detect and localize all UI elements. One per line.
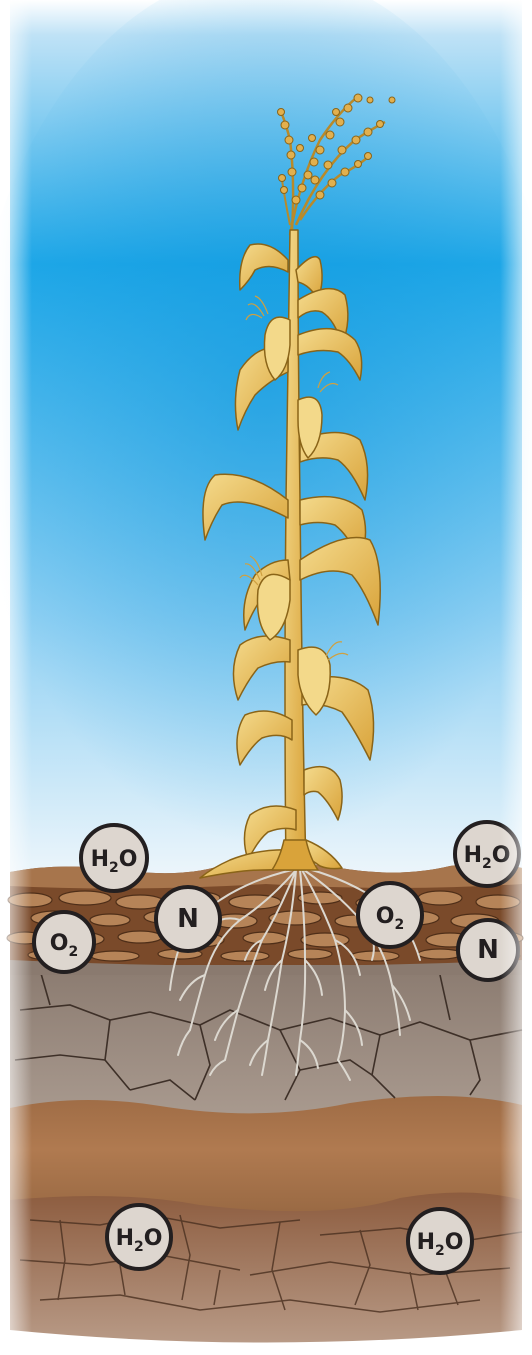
n-topsoil-left-molecule: N <box>156 887 220 951</box>
sky <box>0 0 532 890</box>
h2o-surface-left-molecule: H2O <box>81 825 147 891</box>
n-topsoil-right-molecule: N <box>458 920 518 980</box>
molecule-label: N <box>177 904 199 934</box>
o2-topsoil-left-molecule: O2 <box>34 912 94 972</box>
subsoil-layer <box>10 960 522 1113</box>
h2o-deep-left-molecule: H2O <box>107 1205 171 1269</box>
o2-topsoil-right-molecule: O2 <box>358 883 422 947</box>
molecule-label: N <box>477 935 499 965</box>
h2o-deep-right-molecule: H2O <box>408 1209 472 1273</box>
h2o-surface-right-molecule: H2O <box>455 822 519 886</box>
